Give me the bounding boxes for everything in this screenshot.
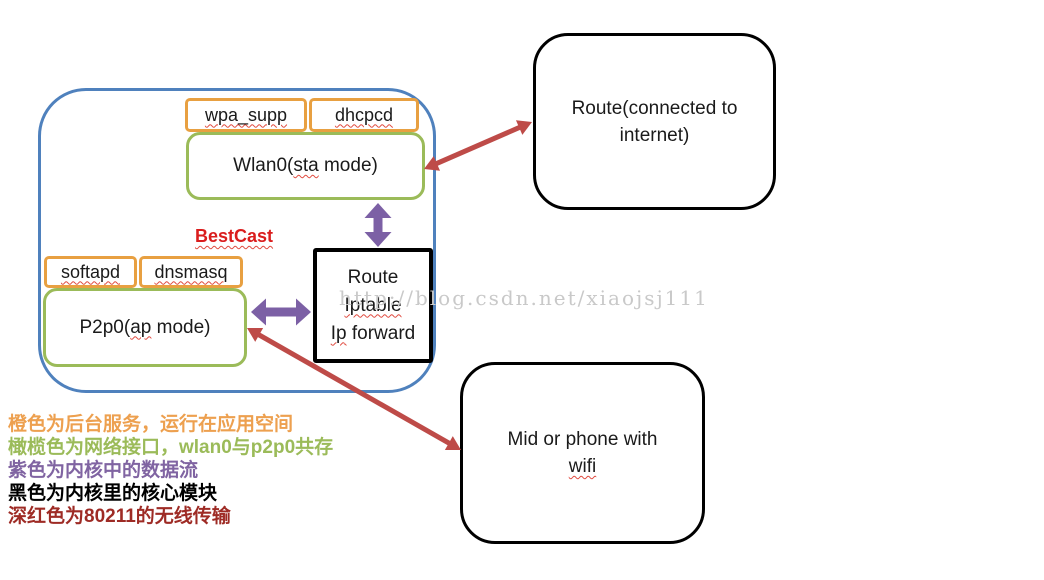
watermark-text: http://blog.csdn.net/xiaojsj111 [339,286,709,310]
service-box-dnsmasq: dnsmasq [139,256,243,288]
service-box-dhcpcd: dhcpcd [309,98,419,132]
service-box-softapd: softapd [44,256,137,288]
p2p0-to-mid-phone-head [444,436,461,451]
mid-phone-box: Mid or phone with wifi [460,362,705,544]
wpa-supp-label: wpa_supp [204,104,288,125]
route-internet-label: Route(connected to internet) [571,97,738,146]
interface-box-p2p0: P2p0(ap mode) [43,288,247,367]
wlan0-label: Wlan0(sta mode) [233,155,378,176]
route-internet-box: Route(connected to internet) [533,33,776,210]
legend-line-purple: 紫色为内核中的数据流 [8,460,199,481]
kernel-route-line1: Route [347,266,399,288]
wlan0-to-route-internet-head [515,120,532,135]
service-box-wpa-supp: wpa_supp [185,98,307,132]
bestcast-label: BestCast [195,226,274,246]
system-container [38,88,436,393]
wlan0-to-route-internet-shaft [433,124,523,167]
p2p0-label: P2p0(ap mode) [79,316,211,338]
dnsmasq-label: dnsmasq [154,261,228,282]
mid-phone-line2: wifi [568,456,597,477]
legend-line-olive: 橄榄色为网络接口，wlan0与p2p0共存 [8,437,334,458]
softapd-label: softapd [60,261,121,282]
legend-line-black: 黑色为内核里的核心模块 [8,483,218,504]
kernel-route-line2: Iptable [344,294,402,316]
kernel-route-line3: Ip forward [330,322,416,344]
legend: 橙色为后台服务，运行在应用空间 橄榄色为网络接口，wlan0与p2p0共存 紫色… [8,413,333,528]
legend-line-orange: 橙色为后台服务，运行在应用空间 [8,414,294,435]
dhcpcd-label: dhcpcd [334,104,394,125]
mid-phone-line1: Mid or phone with [507,429,658,450]
interface-box-wlan0: Wlan0(sta mode) [186,132,425,200]
legend-line-darkred: 深红色为80211的无线传输 [8,506,231,527]
